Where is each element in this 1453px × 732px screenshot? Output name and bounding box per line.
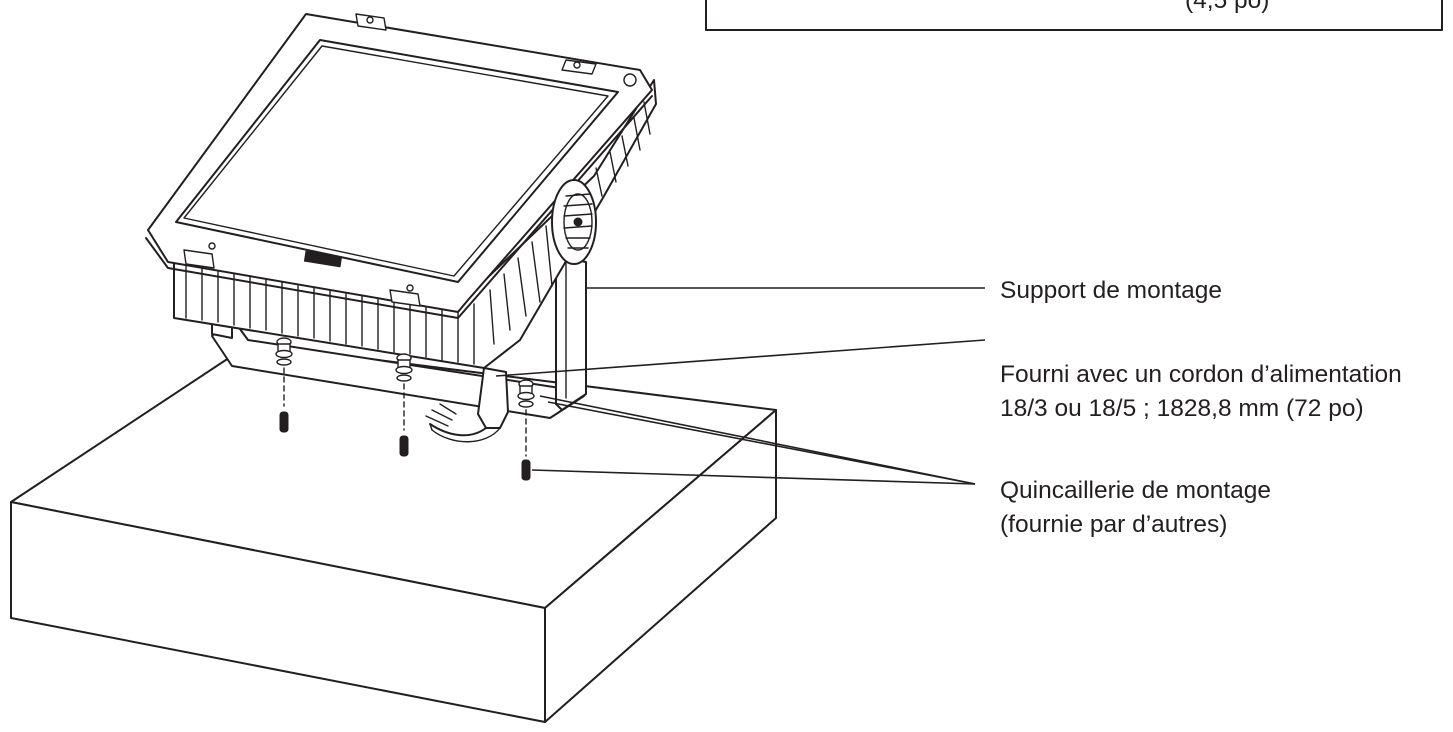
bolt-2 [395,353,413,457]
mounting-hardware [275,337,535,481]
luminaire-housing [145,13,657,369]
label-power-cord-line2: 18/3 ou 18/5 ; 1828,8 mm (72 po) [1000,395,1364,422]
tilt-hub [551,179,597,265]
power-cord [425,367,509,443]
header-box-text: (4,5 po) [1185,0,1269,14]
header-box: (4,5 po) [705,0,1443,31]
leader-hardware-c [531,469,976,485]
logo-plate [303,250,343,268]
leader-hardware-b [547,401,976,485]
mounting-surface-block [10,343,777,723]
bolt-3 [517,379,535,481]
leader-power-cord [495,339,986,377]
latches [183,13,597,307]
label-mounting-bracket: Support de montage [1000,277,1222,304]
label-hardware-line1: Quincaillerie de montage [1000,477,1271,504]
label-hardware-line2: (fournie par d’autres) [1000,511,1227,538]
leader-lines [495,287,986,485]
bolt-1 [275,337,293,433]
label-power-cord-line1: Fourni avec un cordon d’alimentation [1000,361,1402,388]
indicator-dot [623,73,637,87]
callout-labels: Support de montage Fourni avec un cordon… [1000,277,1402,538]
